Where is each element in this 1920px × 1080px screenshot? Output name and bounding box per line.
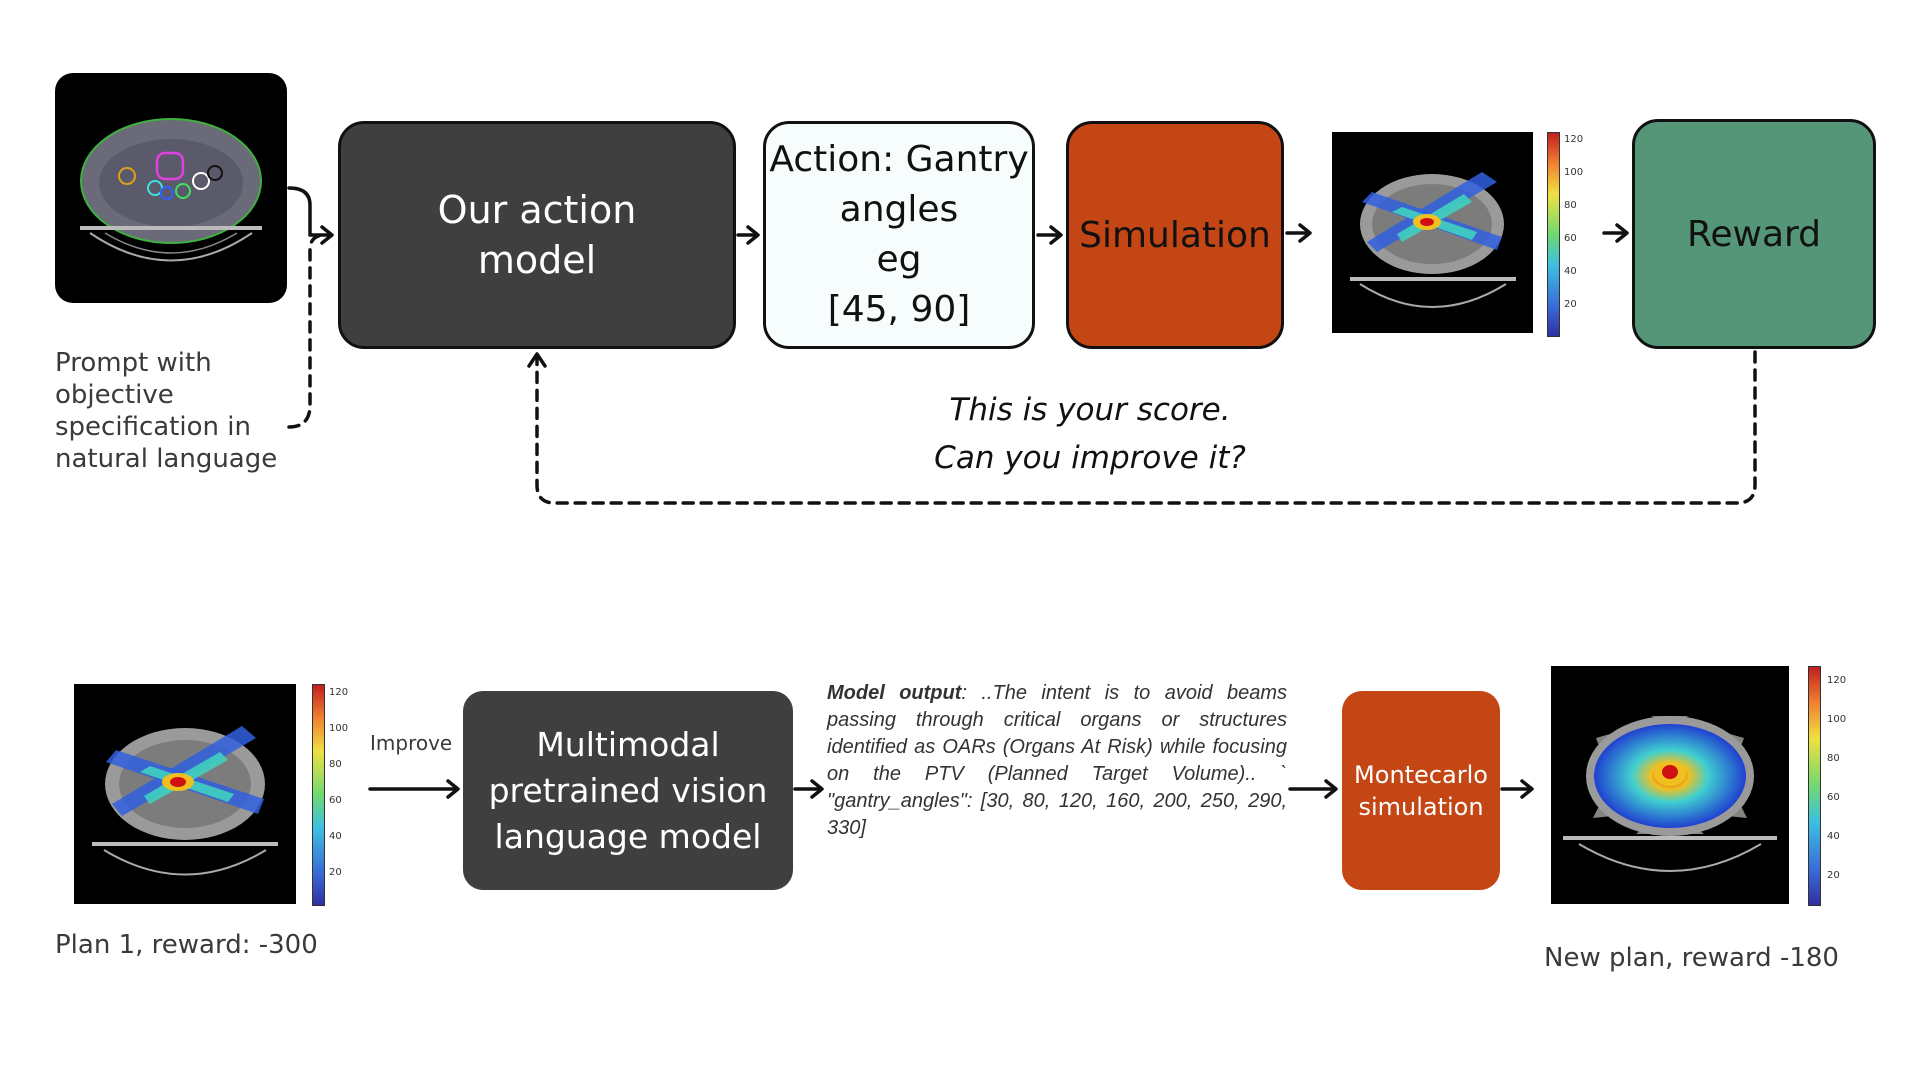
model-output-body: : ..The intent is to avoid beams passing… [827,682,1287,839]
cbar-tick: 20 [329,867,342,878]
action-model-label: Our action model [437,188,637,282]
prompt-label: Prompt with objective specification in n… [55,348,278,474]
montecarlo-box: Montecarlo simulation [1342,691,1500,890]
vlm-box: Multimodal pretrained vision language mo… [463,691,793,890]
action-gantry-box: Action: Gantry angles eg [45, 90] [763,121,1035,349]
cbar-tick: 120 [329,687,349,698]
model-output-heading: Model output [827,682,962,704]
cbar-tick: 20 [1827,870,1840,881]
action-model-box: Our action model [338,121,736,349]
reward-label: Reward [1686,213,1822,255]
cbar-tick: 80 [1827,753,1840,764]
cbar-tick: 60 [1564,233,1577,244]
cbar-tick: 80 [1564,200,1577,211]
dose-image-top [1332,132,1533,333]
model-output-text: Model output: ..The intent is to avoid b… [827,680,1287,842]
montecarlo-label: Montecarlo simulation [1354,760,1488,821]
plan1-label: Plan 1, reward: -300 [55,930,318,960]
colorbar-top [1547,132,1560,337]
feedback-text: This is your score. Can you improve it? [934,392,1246,476]
cbar-tick: 100 [1827,714,1847,725]
reward-box: Reward [1632,119,1876,349]
new-plan-label: New plan, reward -180 [1544,943,1839,973]
new-plan-dose-image [1551,666,1789,904]
ct-scan-image [55,73,287,303]
simulation-box: Simulation [1066,121,1284,349]
improve-label: Improve [370,731,453,755]
cbar-tick: 60 [1827,792,1840,803]
cbar-tick: 40 [1564,266,1577,277]
cbar-tick: 80 [329,759,342,770]
vlm-label: Multimodal pretrained vision language mo… [488,724,768,856]
cbar-tick: 40 [1827,831,1840,842]
cbar-tick: 100 [329,723,349,734]
action-gantry-label: Action: Gantry angles eg [45, 90] [769,139,1029,330]
plan1-dose-image [74,684,296,904]
cbar-tick: 120 [1564,134,1584,145]
colorbar-new-plan [1808,666,1821,906]
cbar-tick: 120 [1827,675,1847,686]
cbar-tick: 40 [329,831,342,842]
cbar-tick: 20 [1564,299,1577,310]
cbar-tick: 60 [329,795,342,806]
cbar-tick: 100 [1564,167,1584,178]
simulation-label: Simulation [1079,214,1271,256]
colorbar-plan1 [312,684,325,906]
